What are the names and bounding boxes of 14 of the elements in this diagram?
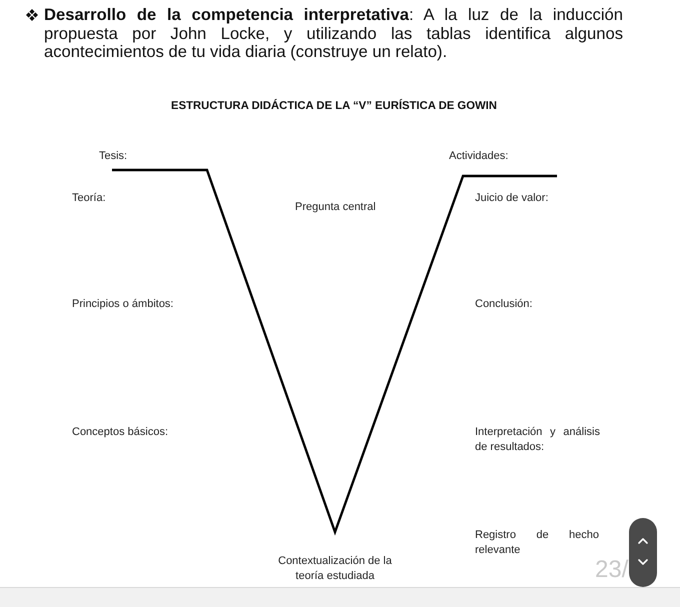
section-label: Teoría: [72, 191, 106, 205]
section-label: Conclusión: [475, 297, 532, 311]
section-label: Interpretación y análisis de resultados: [475, 425, 600, 455]
section-label: Contextualización de la teoría estudiada [277, 554, 393, 584]
diagram-title: ESTRUCTURA DIDÁCTICA DE LA “V” EURÍSTICA DE GOWIN [171, 100, 497, 113]
section-label: Principios o ámbitos: [72, 297, 174, 311]
section-label: Actividades: [449, 149, 508, 163]
section-label: Registro de hecho relevante [475, 528, 599, 558]
section-label: Juicio de valor: [475, 191, 548, 205]
section-label: Pregunta central [295, 200, 376, 214]
section-label: Tesis: [99, 149, 128, 163]
section-label: Conceptos básicos: [72, 425, 168, 439]
instruction-paragraph: Desarrollo de la competencia interpretativa: A la luz de la inducción propuesta por John Locke, y utilizando las tablas identifica algunos acontecimientos de tu vida diaria (construye un relato). [44, 6, 623, 62]
bottom-toolbar [0, 587, 680, 607]
